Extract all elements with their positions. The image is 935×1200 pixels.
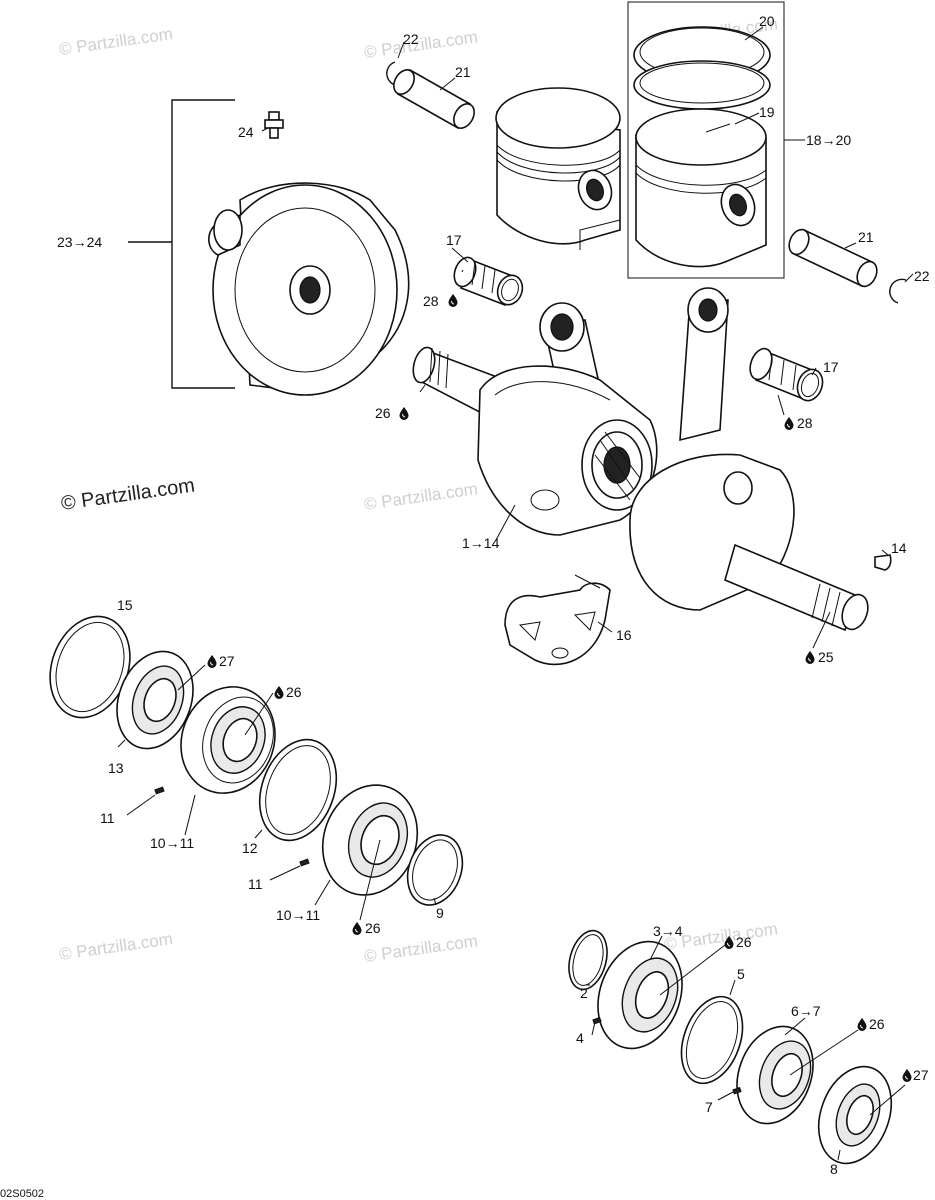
circlip-22-right	[889, 278, 907, 304]
label-26: 26	[286, 684, 302, 700]
oil-drop-icon	[399, 406, 409, 421]
label-14: 14	[891, 540, 907, 556]
bearing-shell-16	[504, 574, 611, 666]
oil-drop-icon	[352, 921, 362, 936]
label-26: 26	[365, 920, 381, 936]
label-7: 7	[705, 1099, 713, 1115]
ring-9	[406, 834, 464, 906]
oil-drop-icon	[448, 293, 458, 308]
oil-drop-icon	[857, 1017, 867, 1032]
piston-pin-21-right	[788, 228, 878, 288]
ball-bearing-10b	[321, 784, 419, 896]
ring-5	[680, 995, 744, 1085]
watermark: © Partzilla.com	[363, 479, 479, 514]
needle-bearing-17-right	[749, 347, 824, 402]
label-2: 2	[580, 985, 588, 1001]
label-26: 26	[736, 934, 752, 950]
label-28: 28	[797, 415, 813, 431]
label-27: 27	[219, 653, 235, 669]
label-26: 26	[869, 1016, 885, 1032]
label-17: 17	[446, 232, 462, 248]
label-1-14: 1→14	[462, 535, 500, 551]
label-27: 27	[913, 1067, 929, 1083]
ring-12	[258, 738, 338, 842]
label-13: 13	[108, 760, 124, 776]
label-21: 21	[455, 64, 471, 80]
label-19: 19	[759, 104, 775, 120]
ring-15	[49, 615, 131, 719]
needle-bearing-17-top	[453, 256, 524, 307]
oil-drop-icon	[805, 650, 815, 665]
seal-13	[116, 650, 194, 750]
grease-fitting-24	[264, 111, 284, 139]
label-28: 28	[423, 293, 439, 309]
piston-left	[495, 87, 621, 250]
label-18-20: 18→20	[806, 132, 851, 148]
oil-drop-icon	[207, 654, 217, 669]
watermark: © Partzilla.com	[363, 27, 479, 62]
oil-drop-icon	[902, 1068, 912, 1083]
label-26: 26	[375, 405, 391, 421]
piston-kit-box	[627, 1, 785, 279]
label-11: 11	[248, 876, 263, 892]
label-10-11: 10→11	[276, 907, 320, 923]
ball-bearing-10	[180, 686, 276, 794]
label-22: 22	[403, 31, 419, 47]
dowel-pins-11	[154, 786, 310, 867]
drawing-code: 02S0502	[0, 1188, 44, 1200]
label-10-11: 10→11	[150, 835, 194, 851]
piston-pin-21-top	[393, 68, 475, 130]
ball-bearing-6	[736, 1025, 814, 1125]
label-12: 12	[242, 840, 258, 856]
flywheel	[208, 182, 410, 396]
label-9: 9	[436, 905, 444, 921]
seal-8	[817, 1065, 893, 1165]
watermark: © Partzilla.com	[58, 24, 174, 59]
oil-drop-icon	[274, 685, 284, 700]
label-17: 17	[823, 359, 839, 375]
main-watermark: © Partzilla.com	[60, 474, 197, 515]
label-3-4: 3→4	[653, 923, 683, 939]
label-24: 24	[238, 124, 254, 140]
label-23-24: 23→24	[57, 234, 102, 250]
label-5: 5	[737, 966, 745, 982]
woodruff-key-14	[874, 554, 892, 571]
crankshaft	[412, 287, 869, 632]
callout-labels: 22 21 20 19 18→20 24 23→24 17 28 21 22 2…	[57, 13, 930, 1177]
label-4: 4	[576, 1030, 584, 1046]
leader-lines	[117, 26, 914, 1161]
oil-drop-icon	[784, 416, 794, 431]
label-20: 20	[759, 13, 775, 29]
watermark: © Partzilla.com	[363, 931, 479, 966]
label-15: 15	[117, 597, 133, 613]
label-16: 16	[616, 627, 632, 643]
ring-2	[568, 929, 608, 991]
label-11: 11	[100, 810, 115, 826]
label-8: 8	[830, 1161, 838, 1177]
label-21: 21	[858, 229, 874, 245]
watermark: © Partzilla.com	[58, 929, 174, 964]
label-22: 22	[914, 268, 930, 284]
label-25: 25	[818, 649, 834, 665]
ball-bearing-3	[597, 940, 683, 1050]
bracket-23-24	[128, 99, 235, 389]
label-6-7: 6→7	[791, 1003, 821, 1019]
